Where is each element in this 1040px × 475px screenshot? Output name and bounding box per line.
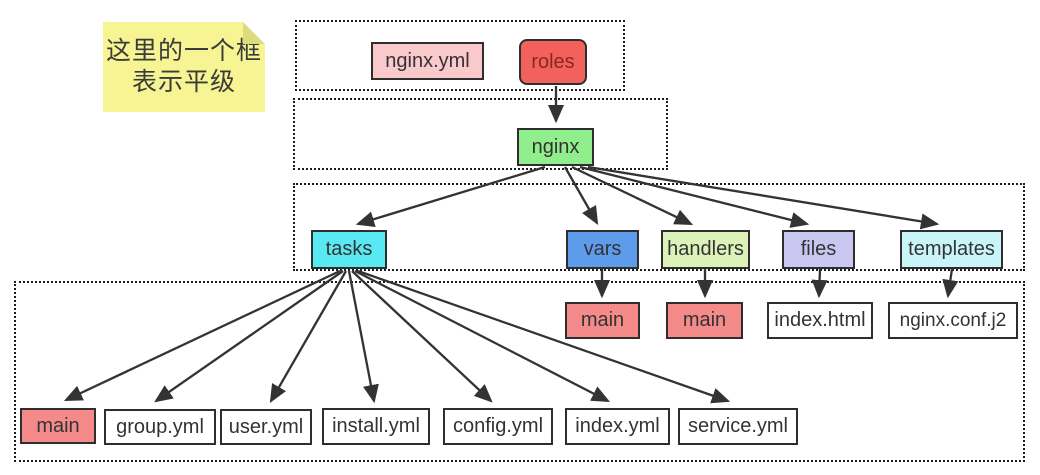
node-index-yml-label: index.yml bbox=[575, 415, 660, 437]
node-install-yml: install.yml bbox=[322, 408, 430, 445]
node-templates: templates bbox=[900, 230, 1003, 269]
node-install-yml-label: install.yml bbox=[332, 415, 420, 437]
sticky-note: 这里的一个框 表示平级 bbox=[103, 22, 265, 112]
node-tasks-label: tasks bbox=[325, 238, 373, 260]
node-files-label: files bbox=[800, 238, 837, 260]
level-frame-1 bbox=[295, 20, 625, 91]
node-vars-main-label: main bbox=[580, 309, 625, 331]
sticky-note-line1: 这里的一个框 bbox=[105, 36, 262, 65]
node-tasks: tasks bbox=[311, 230, 387, 269]
node-index-yml: index.yml bbox=[565, 408, 670, 445]
node-service-yml: service.yml bbox=[678, 408, 798, 445]
node-user-yml-label: user.yml bbox=[228, 415, 304, 438]
node-nginx-conf-j2: nginx.conf.j2 bbox=[888, 302, 1018, 339]
node-user-yml: user.yml bbox=[220, 409, 312, 445]
node-vars-label: vars bbox=[583, 238, 622, 260]
node-roles: roles bbox=[519, 39, 587, 85]
level-frame-2 bbox=[293, 98, 668, 170]
node-nginx-label: nginx bbox=[531, 135, 580, 158]
node-group-yml: group.yml bbox=[104, 409, 216, 445]
node-tasks-main: main bbox=[20, 408, 96, 444]
node-index-html: index.html bbox=[767, 302, 873, 339]
node-group-yml-label: group.yml bbox=[116, 415, 204, 438]
sticky-note-line2: 表示平级 bbox=[131, 68, 236, 96]
node-service-yml-label: service.yml bbox=[687, 415, 788, 437]
node-roles-label: roles bbox=[531, 50, 575, 73]
node-files: files bbox=[782, 230, 855, 269]
node-config-yml: config.yml bbox=[443, 408, 553, 445]
node-index-html-label: index.html bbox=[774, 309, 866, 331]
node-nginx-yml-label: nginx.yml bbox=[385, 49, 470, 72]
node-handlers-main-label: main bbox=[682, 309, 727, 331]
node-tasks-main-label: main bbox=[36, 414, 80, 437]
node-nginx-conf-j2-label: nginx.conf.j2 bbox=[899, 309, 1007, 331]
node-vars: vars bbox=[566, 230, 639, 269]
node-handlers: handlers bbox=[661, 230, 750, 269]
node-config-yml-label: config.yml bbox=[452, 415, 544, 437]
node-nginx-yml: nginx.yml bbox=[371, 42, 484, 80]
node-vars-main: main bbox=[565, 302, 640, 339]
node-templates-label: templates bbox=[908, 238, 995, 260]
node-handlers-label: handlers bbox=[667, 238, 744, 260]
node-handlers-main: main bbox=[666, 302, 743, 339]
node-nginx: nginx bbox=[517, 128, 594, 166]
